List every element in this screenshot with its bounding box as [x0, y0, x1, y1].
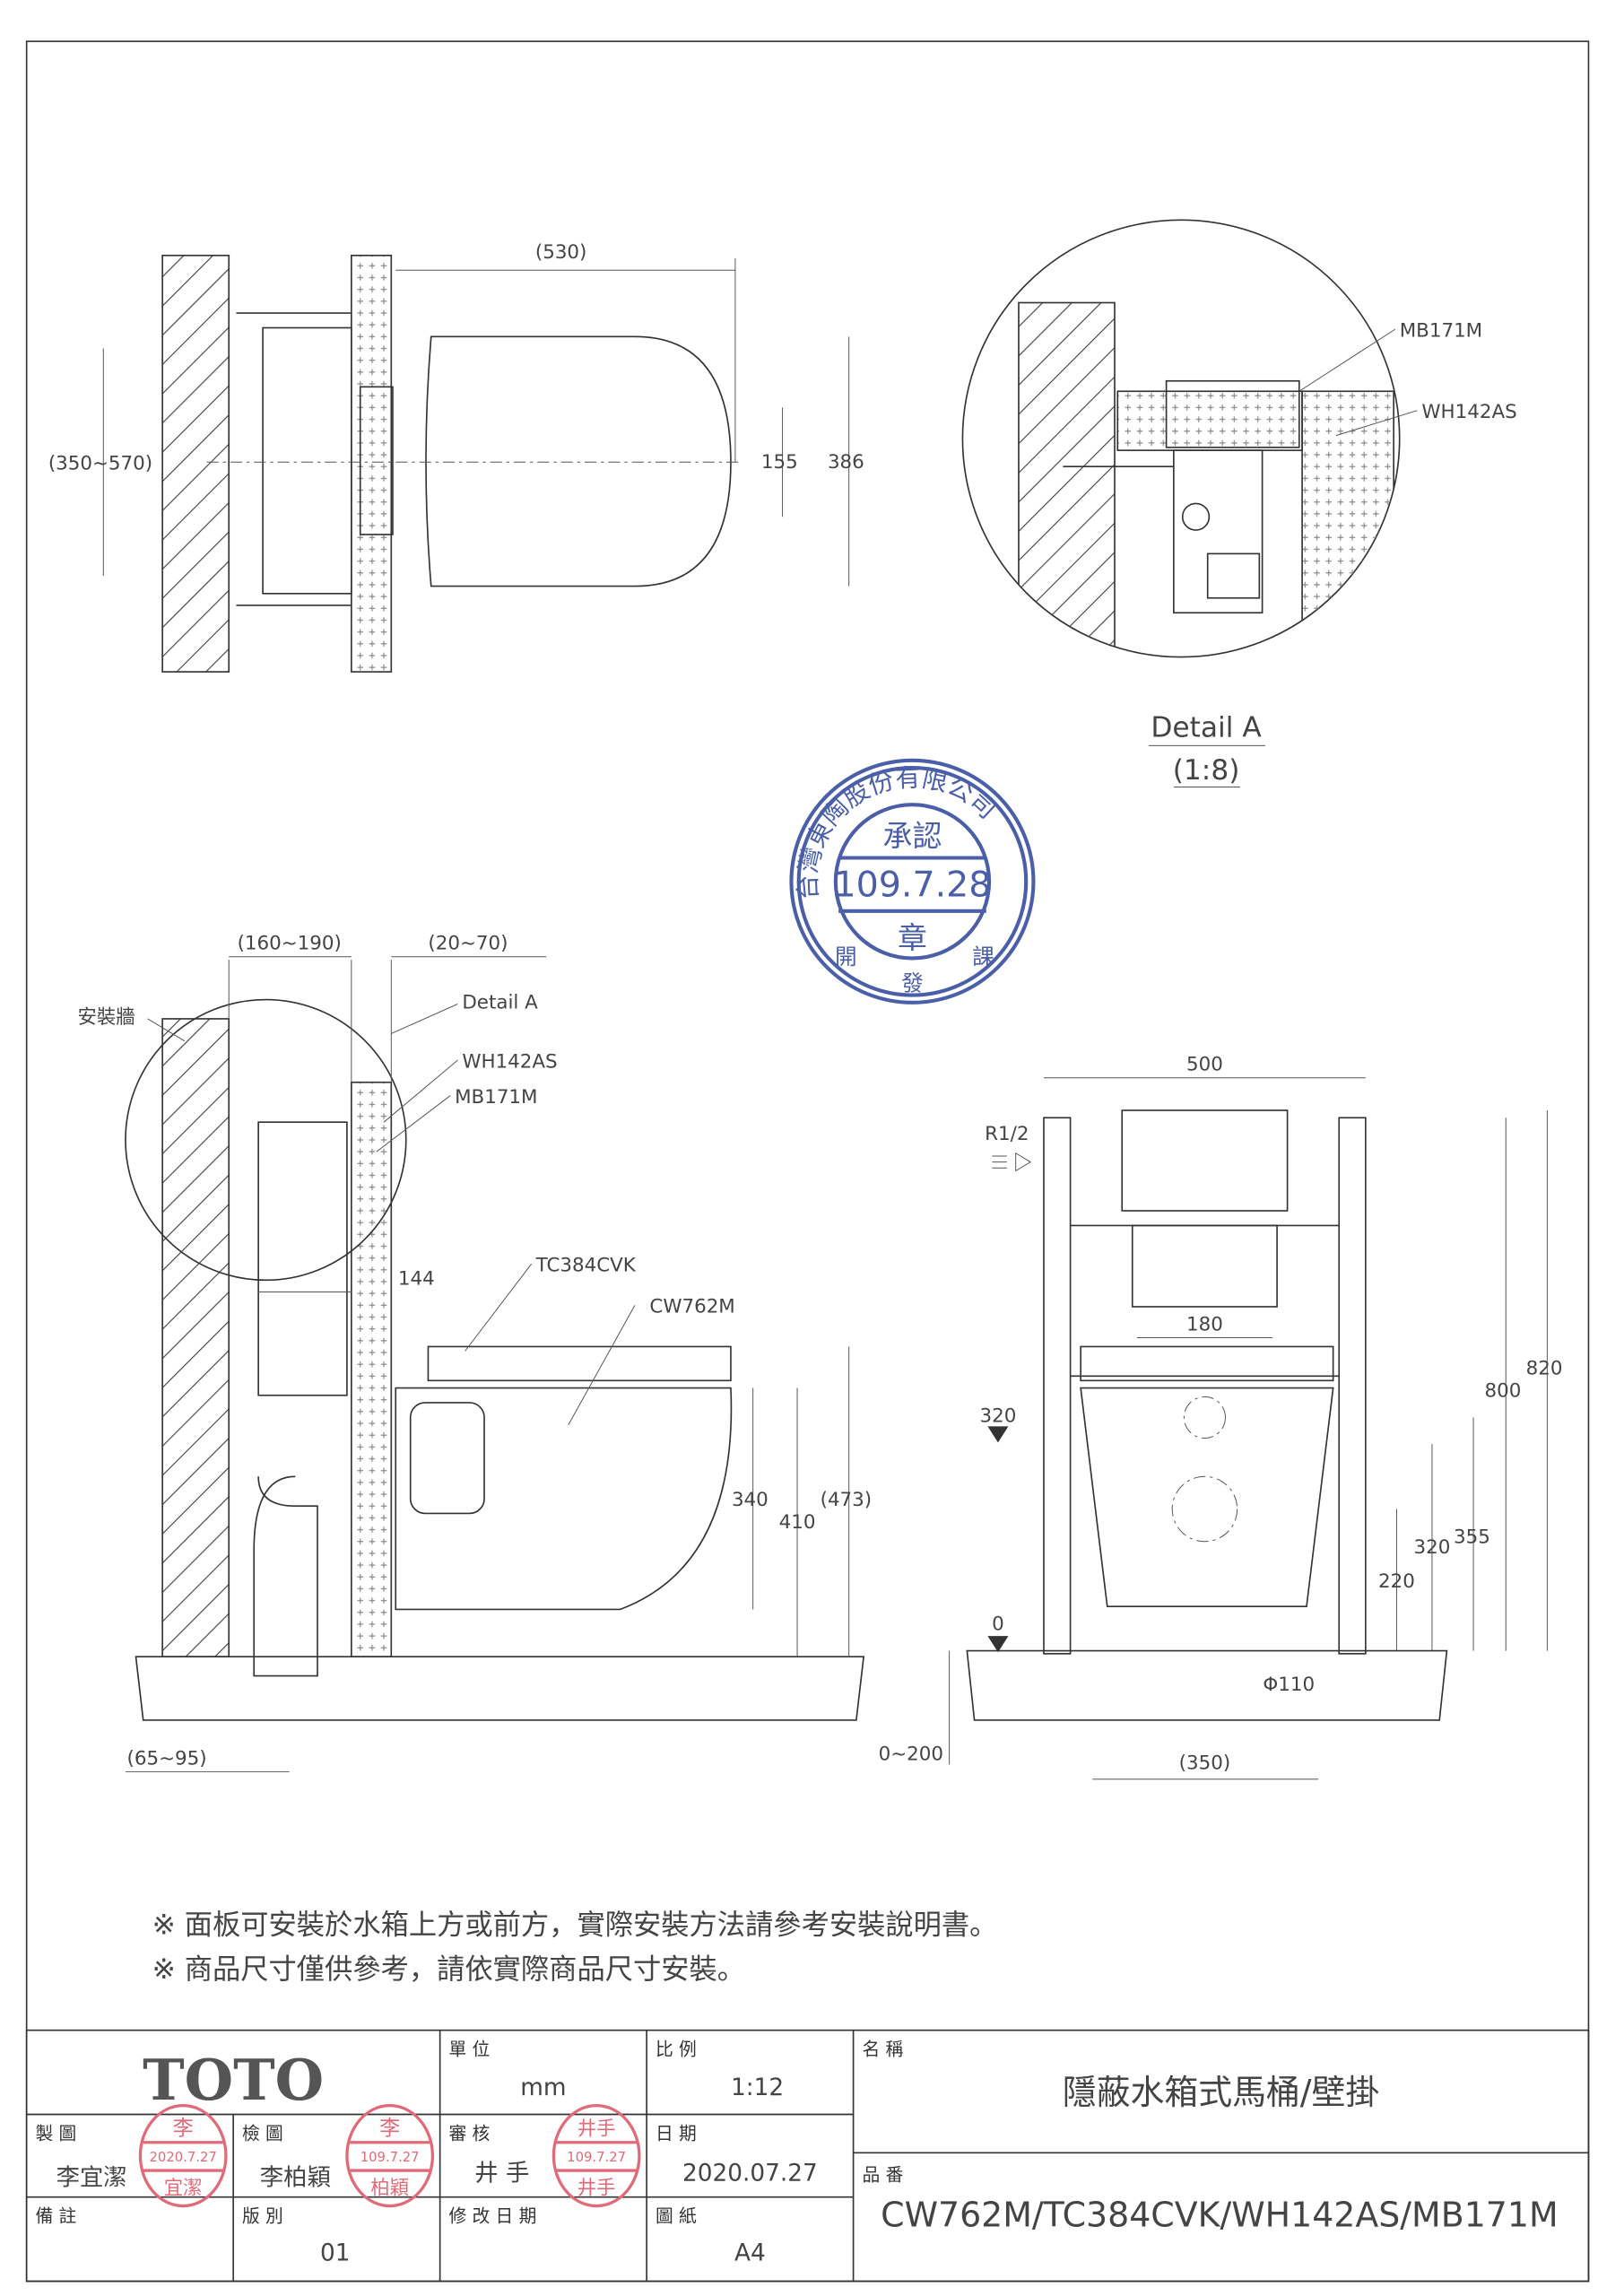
name-label: 名 稱 [862, 2039, 903, 2060]
seat-label: TC384CVK [535, 1254, 637, 1276]
level-0: 0 [992, 1613, 1004, 1636]
title-block: TOTO 單 位 mm 比 例 1:12 名 稱 隱蔽水箱式馬桶/壁掛 製 圖 … [25, 2029, 1590, 2283]
dim-350: (350) [1179, 1752, 1231, 1774]
paper-label: 圖 紙 [656, 2206, 697, 2227]
checked-value: 李柏穎 [260, 2165, 331, 2192]
version-label: 版 別 [242, 2206, 283, 2227]
detail-a-title: Detail A [1151, 712, 1262, 744]
approval-stamp: 台灣東陶股份有限公司 承認 109.7.28 章 開 發 課 [789, 758, 1036, 1004]
dim-20-70: (20~70) [428, 933, 508, 955]
review-label: 審 核 [449, 2123, 491, 2144]
name-value: 隱蔽水箱式馬桶/壁掛 [1063, 2073, 1380, 2112]
remark-label: 備 註 [36, 2206, 77, 2227]
scale-value: 1:12 [731, 2074, 784, 2101]
dim-800: 800 [1485, 1379, 1522, 1402]
revision-label: 修 改 日 期 [449, 2206, 537, 2227]
scale-label: 比 例 [656, 2039, 697, 2060]
date-value: 2020.07.27 [682, 2161, 818, 2187]
dim-320: 320 [1414, 1536, 1451, 1559]
dim-220: 220 [1378, 1570, 1415, 1593]
wall-label: 安裝牆 [77, 1006, 135, 1029]
dim-180: 180 [1186, 1313, 1223, 1335]
checked-stamp-date: 109.7.27 [360, 2150, 420, 2165]
bowl-label: CW762M [649, 1296, 734, 1318]
dim-0-200: 0~200 [879, 1743, 943, 1765]
side-wh142as-label: WH142AS [462, 1050, 557, 1073]
review-stamp-top: 井手 [578, 2118, 616, 2141]
water-inlet-icon [992, 1152, 1032, 1172]
unit-value: mm [520, 2074, 566, 2101]
dim-350-570: (350~570) [48, 453, 152, 475]
checked-stamp-bottom: 柏穎 [370, 2177, 409, 2199]
drawn-stamp-bottom: 宜潔 [164, 2177, 203, 2199]
note-2: ※ 商品尺寸僅供參考，請依實際商品尺寸安裝。 [152, 1953, 745, 1986]
detail-label-wh142as: WH142AS [1421, 401, 1516, 423]
dim-65-95: (65~95) [127, 1747, 207, 1770]
dim-473: (473) [821, 1489, 873, 1511]
side-mb171m-label: MB171M [455, 1086, 537, 1109]
note-1: ※ 面板可安裝於水箱上方或前方，實際安裝方法請參考安裝說明書。 [152, 1909, 998, 1942]
checked-label: 檢 圖 [242, 2123, 283, 2144]
dim-355: 355 [1454, 1526, 1490, 1548]
part-value: CW762M/TC384CVK/WH142AS/MB171M [881, 2196, 1559, 2235]
checked-stamp-top: 李 [379, 2118, 400, 2141]
stamp-approved: 承認 [883, 818, 942, 853]
dim-410: 410 [779, 1511, 816, 1534]
date-label: 日 期 [656, 2123, 697, 2144]
checked-stamp: 李 109.7.27 柏穎 [345, 2103, 435, 2208]
review-stamp: 井手 109.7.27 井手 [551, 2103, 641, 2208]
top-view: (530) (350~570) 155 386 [48, 241, 864, 673]
drawn-label: 製 圖 [36, 2123, 77, 2144]
detail-a-scale: (1:8) [1173, 754, 1240, 787]
phi110: Φ110 [1263, 1674, 1315, 1696]
dim-820: 820 [1526, 1358, 1563, 1380]
drawn-stamp: 李 2020.7.27 宜潔 [138, 2103, 228, 2208]
drawn-value: 李宜潔 [56, 2165, 127, 2192]
sheet-border [25, 40, 1590, 2283]
stamp-date: 109.7.28 [833, 864, 991, 905]
unit-label: 單 位 [449, 2039, 491, 2060]
toto-logo: TOTO [143, 2047, 324, 2113]
dim-160-190: (160~190) [238, 933, 342, 955]
drawn-stamp-date: 2020.7.27 [150, 2150, 217, 2165]
dim-155: 155 [761, 451, 798, 474]
review-stamp-bottom: 井手 [578, 2177, 616, 2199]
r12-label: R1/2 [985, 1123, 1029, 1145]
stamp-dept-mid: 發 [901, 970, 924, 996]
side-detail-a-label: Detail A [462, 991, 538, 1013]
dim-530: (530) [535, 241, 587, 264]
side-view: (160~190) (20~70) 安裝牆 Detail A WH142AS M… [77, 933, 873, 1773]
stamp-dept-right: 課 [972, 944, 994, 970]
review-value: 井 手 [474, 2161, 529, 2187]
stamp-seal: 章 [898, 920, 927, 955]
drawn-stamp-top: 李 [173, 2118, 194, 2141]
dim-144: 144 [398, 1267, 435, 1290]
review-stamp-date: 109.7.27 [567, 2150, 626, 2165]
level-320: 320 [980, 1405, 1017, 1427]
detail-a: MB171M WH142AS Detail A (1:8) [961, 219, 1517, 787]
detail-label-mb171m: MB171M [1400, 319, 1482, 342]
version-value: 01 [320, 2239, 351, 2266]
part-label: 品 番 [862, 2165, 903, 2186]
stamp-dept-left: 開 [835, 944, 857, 970]
paper-value: A4 [734, 2239, 766, 2266]
dim-500: 500 [1186, 1054, 1223, 1076]
front-view: 500 R1/2 180 320 800 820 355 320 220 0 Φ… [879, 1054, 1563, 1780]
dim-340: 340 [732, 1489, 769, 1511]
dim-386: 386 [828, 451, 864, 474]
